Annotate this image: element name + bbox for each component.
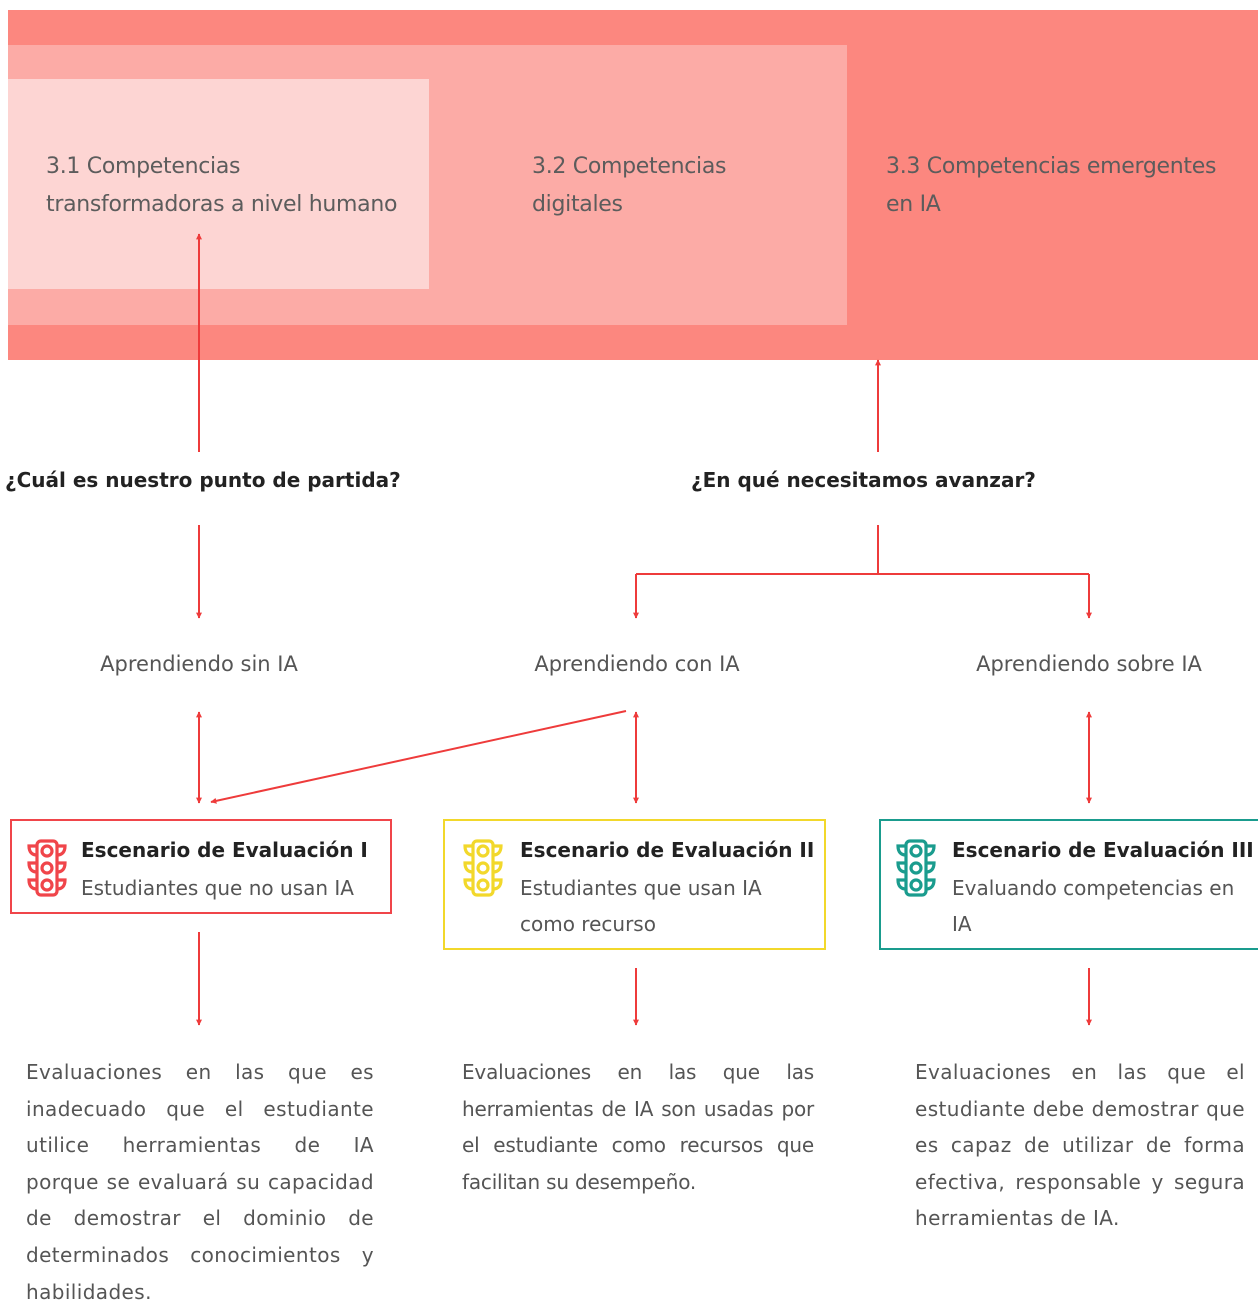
description-scenario-2: Evaluaciones en las que las herramientas…	[462, 1060, 814, 1194]
competency-3-1-line2: transformadoras a nivel humano	[46, 192, 398, 217]
learning-with-ai: Aprendiendo con IA	[534, 652, 740, 676]
description-scenario-3: Evaluaciones en las que el estudiante de…	[915, 1060, 1245, 1231]
arrow-learning-with-to-scenario-1	[210, 710, 627, 804]
traffic-light-icon	[27, 839, 67, 897]
question-starting-point: ¿Cuál es nuestro punto de partida?	[5, 468, 401, 492]
scenario-1-subtitle: Estudiantes que no usan IA	[81, 876, 354, 900]
scenario-3-subtitle: Evaluando competencias en IA	[952, 876, 1235, 936]
scenario-card-2: Escenario de Evaluación II Estudiantes q…	[443, 819, 826, 950]
competency-3-2-label: 3.2 Competencias digitales	[532, 148, 832, 224]
competency-3-3-label: 3.3 Competencias emergentes en IA	[886, 148, 1256, 224]
learning-without-ai: Aprendiendo sin IA	[100, 652, 298, 676]
competency-3-3-line2: en IA	[886, 192, 941, 217]
competency-3-1-line1: 3.1 Competencias	[46, 154, 241, 179]
competency-3-2-line2: digitales	[532, 192, 623, 217]
question-advance: ¿En qué necesitamos avanzar?	[691, 468, 1036, 492]
scenario-2-subtitle: Estudiantes que usan IA como recurso	[520, 876, 762, 936]
scenario-1-title: Escenario de Evaluación I	[81, 838, 368, 862]
scenario-card-3: Escenario de Evaluación III Evaluando co…	[879, 819, 1258, 950]
scenario-card-1: Escenario de Evaluación I Estudiantes qu…	[10, 819, 392, 914]
competency-3-3-line1: 3.3 Competencias emergentes	[886, 154, 1217, 179]
competency-3-1-label: 3.1 Competencias transformadoras a nivel…	[46, 148, 416, 224]
traffic-light-icon	[463, 839, 503, 897]
scenario-3-title: Escenario de Evaluación III	[952, 838, 1254, 862]
competency-3-2-line1: 3.2 Competencias	[532, 154, 727, 179]
learning-about-ai: Aprendiendo sobre IA	[976, 652, 1202, 676]
scenario-2-title: Escenario de Evaluación II	[520, 838, 815, 862]
competency-band-3-1	[8, 79, 429, 289]
traffic-light-icon	[896, 839, 936, 897]
description-scenario-1: Evaluaciones en las que es inadecuado qu…	[26, 1060, 374, 1304]
